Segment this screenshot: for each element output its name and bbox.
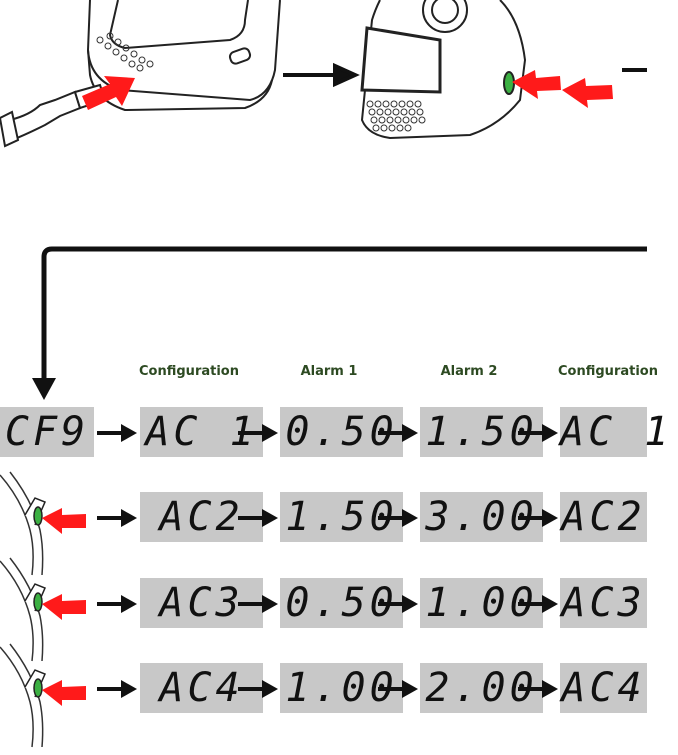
press-arrow-icon [512, 70, 561, 99]
button-press-sketch [0, 557, 87, 662]
lcd-display: 2.00 [420, 663, 543, 713]
lcd-display: AC2 [560, 492, 647, 542]
loop-connector [32, 246, 647, 400]
button-press-sketch [0, 471, 87, 576]
header-alarm-1: Alarm 1 [300, 364, 358, 379]
lcd-display: 0.50 [280, 407, 403, 457]
press-arrow-icon [82, 76, 135, 110]
flow-arrow-icon [95, 593, 139, 615]
lcd-display: AC 1 [140, 407, 263, 457]
lcd-display: 1.00 [420, 578, 543, 628]
lcd-display: 3.00 [420, 492, 543, 542]
lcd-display: AC3 [140, 578, 263, 628]
flow-arrow-icon [95, 507, 139, 529]
lcd-display: CF9 [0, 407, 94, 457]
setup-illustrations [0, 0, 647, 148]
lcd-display: 0.50 [280, 578, 403, 628]
lcd-display: AC 1 [560, 407, 673, 457]
lcd-display: AC4 [140, 663, 263, 713]
flow-arrow-icon [283, 62, 360, 88]
header-configuration: Configuration [139, 364, 239, 379]
header-alarm-2: Alarm 2 [440, 364, 498, 379]
lcd-display: AC3 [560, 578, 647, 628]
button-press-sketch [0, 643, 87, 748]
lcd-display: 1.50 [280, 492, 403, 542]
header-configuration-repeat: Configuration [558, 364, 658, 379]
device-usb-illustration [0, 0, 281, 148]
device-button-illustration [360, 0, 613, 140]
press-arrow-icon [562, 78, 613, 108]
lcd-display: 1.00 [280, 663, 403, 713]
green-button-icon [503, 71, 515, 95]
flow-arrow-icon [95, 678, 139, 700]
lcd-display: AC2 [140, 492, 263, 542]
lcd-display: 1.50 [420, 407, 543, 457]
lcd-display: AC4 [560, 663, 647, 713]
flow-arrow-icon [95, 422, 139, 444]
